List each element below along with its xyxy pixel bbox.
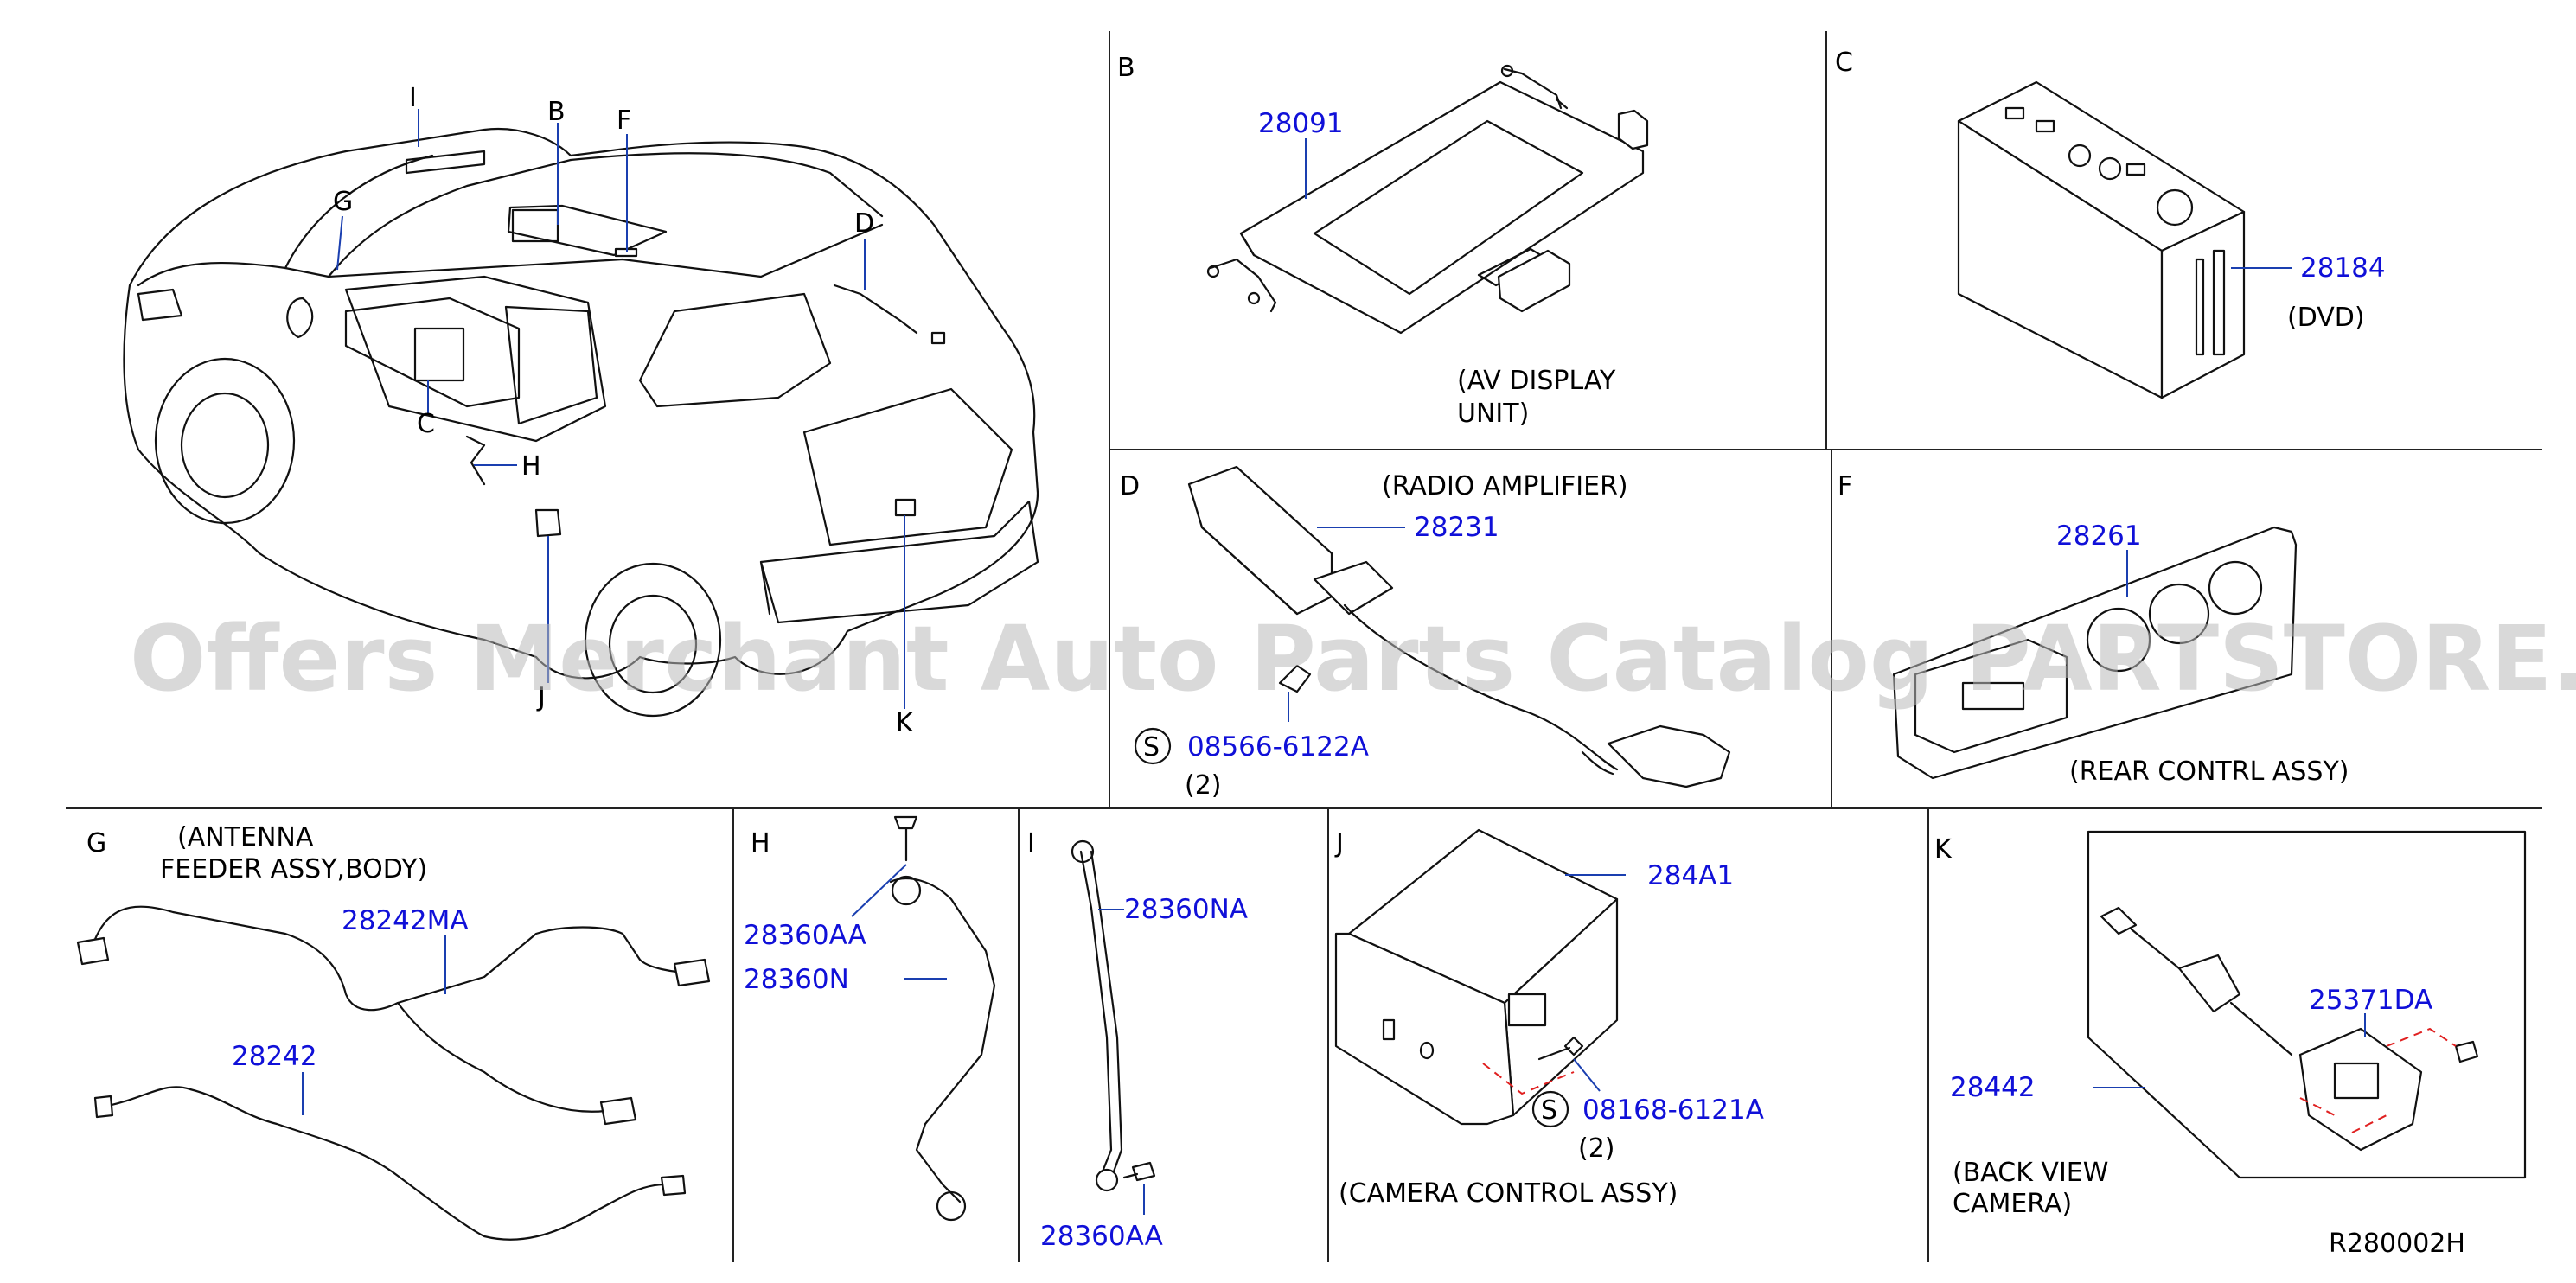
back-view-camera — [2298, 1027, 2423, 1152]
panel-d-screw-symbol: S — [1143, 732, 1160, 763]
camera-control-bracket — [1334, 932, 1515, 1126]
part-28242: 28242 — [232, 1041, 317, 1072]
screw-08566 — [1278, 664, 1312, 693]
part-28360aa-i: 28360AA — [1040, 1221, 1163, 1252]
callout-d: D — [854, 208, 874, 239]
vehicle-illustration — [123, 109, 1039, 718]
screw-08168 — [1563, 1036, 1584, 1056]
panel-b-letter: B — [1117, 53, 1135, 83]
antenna-feeder-upper — [89, 905, 694, 1012]
part-28091: 28091 — [1258, 108, 1344, 139]
panel-g: G (ANTENNA FEEDER ASSY,BODY) 28242MA 282… — [76, 822, 711, 1241]
callout-i: I — [409, 83, 417, 113]
part-28360n: 28360N — [744, 964, 849, 995]
part-28261: 28261 — [2056, 520, 2142, 552]
part-25371da: 25371DA — [2309, 985, 2432, 1016]
back-camera-location — [894, 498, 917, 517]
part-28184: 28184 — [2300, 252, 2386, 284]
callout-b: B — [547, 97, 566, 127]
panel-f: F 28261 (REAR CONTRL ASSY) — [1838, 471, 2349, 787]
screw-symbol-j — [1531, 1090, 1569, 1128]
panel-j-letter: J — [1334, 828, 1344, 859]
panel-k-caption-1: (BACK VIEW — [1953, 1158, 2108, 1188]
screw-08566-6122a: 08566-6122A — [1187, 731, 1369, 763]
camera-control-location — [534, 508, 562, 538]
ground-strap — [465, 435, 486, 486]
panel-k-letter: K — [1934, 834, 1953, 865]
radio-amplifier-cable — [833, 284, 918, 335]
vehicle-callout-labels: I B F G D C H J K — [333, 83, 914, 738]
panel-i-letter: I — [1027, 828, 1035, 859]
panel-d-letter: D — [1120, 471, 1140, 501]
part-28242ma: 28242MA — [342, 905, 469, 936]
panel-b-caption-2: UNIT) — [1457, 399, 1529, 429]
dvd-unit-location — [413, 327, 465, 382]
part-28360na: 28360NA — [1124, 894, 1248, 925]
panel-j-qty: (2) — [1578, 1133, 1615, 1164]
panel-h: H 28360AA 28360N — [744, 815, 996, 1222]
panel-f-letter: F — [1838, 471, 1852, 501]
panel-b: B 28091 (AV DISPLAY UNIT) — [1117, 53, 1649, 429]
panel-g-caption-2: FEEDER ASSY,BODY) — [160, 854, 427, 884]
camera-screw — [2454, 1040, 2479, 1063]
av-display-screen — [1313, 119, 1584, 296]
antenna-feeder-lower — [102, 1086, 668, 1241]
panel-j-screw-symbol: S — [1541, 1095, 1557, 1126]
panel-b-caption-1: (AV DISPLAY — [1457, 366, 1616, 396]
panel-grid — [66, 31, 2542, 1262]
panel-g-caption-1: (ANTENNA — [177, 822, 314, 852]
callout-j: J — [536, 682, 546, 712]
callout-h: H — [521, 451, 541, 482]
callout-g: G — [333, 187, 353, 217]
watermark-text: Offers Merchant Auto Parts Catalog PARTS… — [130, 606, 2576, 712]
panel-k: K 25371DA 28442 (BACK VIEW CAMERA) — [1934, 830, 2527, 1219]
panel-d-caption: (RADIO AMPLIFIER) — [1382, 471, 1628, 501]
part-28231: 28231 — [1414, 512, 1499, 543]
panel-c: C 28184 (DVD) — [1835, 48, 2386, 399]
radio-amplifier-connector — [1607, 724, 1731, 788]
panel-c-letter: C — [1835, 48, 1853, 78]
camera-grommet — [2177, 954, 2241, 1013]
callout-k: K — [896, 708, 914, 738]
panel-h-letter: H — [751, 828, 770, 859]
screw-08168-6121a: 08168-6121A — [1582, 1095, 1764, 1126]
panel-c-caption: (DVD) — [2287, 303, 2365, 333]
camera-detail-frame — [2087, 830, 2527, 1179]
ground-strap-28360n — [889, 878, 996, 1203]
panel-d-qty: (2) — [1185, 770, 1222, 801]
panel-j-caption: (CAMERA CONTROL ASSY) — [1339, 1178, 1678, 1209]
panel-f-caption: (REAR CONTRL ASSY) — [2069, 756, 2349, 787]
diagram-reference-code: R280002H — [2329, 1229, 2465, 1259]
av-display-location — [511, 208, 559, 243]
panel-k-caption-2: CAMERA) — [1953, 1189, 2072, 1219]
ground-strap-28360na — [1079, 850, 1113, 1173]
callout-f: F — [617, 105, 631, 136]
radio-amplifier-body — [1187, 465, 1333, 616]
part-284a1: 284A1 — [1647, 860, 1734, 891]
screw-symbol-d — [1134, 727, 1172, 765]
part-28360aa-h: 28360AA — [744, 920, 866, 951]
panel-d: D (RADIO AMPLIFIER) 28231 S 08566-6122A … — [1120, 465, 1731, 801]
callout-c: C — [417, 409, 435, 439]
panel-i: I 28360NA 28360AA — [1027, 828, 1248, 1252]
panel-j: J 284A1 S 08168-6121A (2) (CAMERA CONTRO… — [1334, 828, 1764, 1209]
av-display-connector — [1617, 109, 1649, 150]
panel-g-letter: G — [86, 828, 106, 859]
part-28442: 28442 — [1950, 1072, 2036, 1103]
